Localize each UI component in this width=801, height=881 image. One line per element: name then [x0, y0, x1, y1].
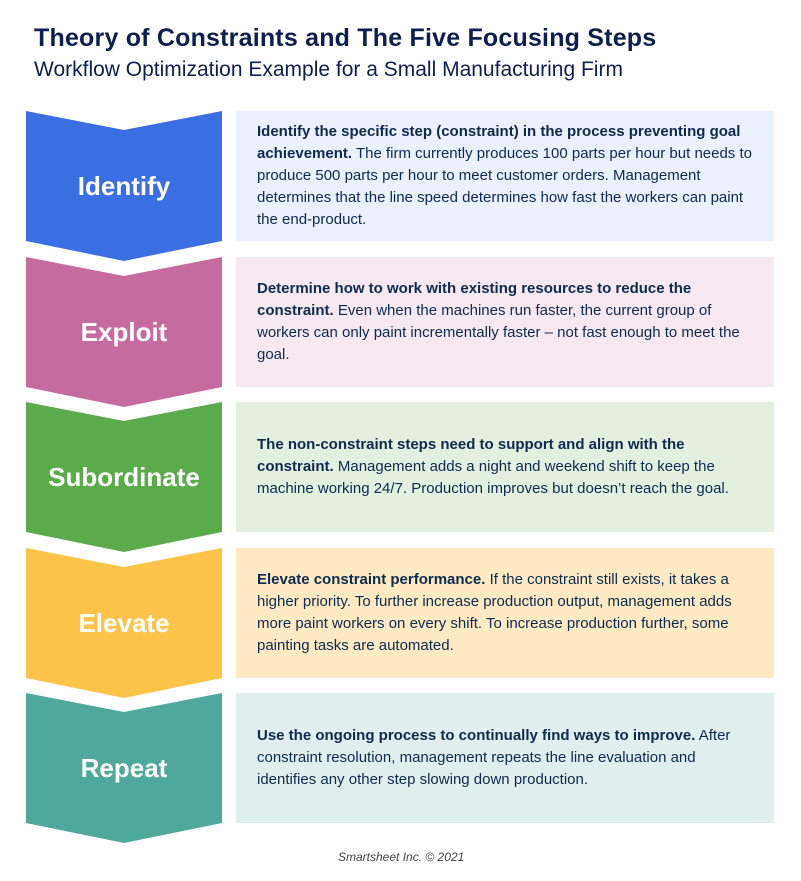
copyright-footer: Smartsheet Inc. © 2021: [338, 850, 465, 864]
step-description: Determine how to work with existing reso…: [257, 278, 754, 366]
step-description: Elevate constraint performance. If the c…: [257, 569, 754, 657]
chevron-shape: [26, 402, 222, 552]
chevron-subordinate: Subordinate: [26, 402, 222, 552]
step-label: Exploit: [80, 317, 168, 347]
chevron-repeat: Repeat: [26, 693, 222, 843]
chevron-elevate: Elevate: [26, 548, 222, 698]
step-description-body: The firm currently produces 100 parts pe…: [257, 145, 752, 228]
chevron-exploit: Exploit: [26, 257, 222, 407]
page-title: Theory of Constraints and The Five Focus…: [34, 24, 657, 52]
description-subordinate: The non-constraint steps need to support…: [236, 402, 774, 532]
step-description: Use the ongoing process to continually f…: [257, 725, 754, 791]
step-description-lead: The non-constraint steps need to support…: [257, 436, 685, 475]
page-subtitle: Workflow Optimization Example for a Smal…: [34, 58, 623, 81]
step-description-lead: Identify the specific step (constraint) …: [257, 123, 741, 162]
step-description: Identify the specific step (constraint) …: [257, 121, 754, 231]
description-identify: Identify the specific step (constraint) …: [236, 111, 774, 241]
step-description-lead: Use the ongoing process to continually f…: [257, 727, 696, 744]
chevron-shape: [26, 257, 222, 407]
chevron-shape: [26, 548, 222, 698]
step-description-body: Management adds a night and weekend shif…: [257, 458, 729, 497]
step-description-body: After constraint resolution, management …: [257, 727, 731, 788]
step-description-body: Even when the machines run faster, the c…: [257, 302, 740, 363]
step-label: Elevate: [78, 608, 170, 638]
step-description: The non-constraint steps need to support…: [257, 434, 754, 500]
step-label: Subordinate: [48, 462, 200, 492]
description-repeat: Use the ongoing process to continually f…: [236, 693, 774, 823]
description-exploit: Determine how to work with existing reso…: [236, 257, 774, 387]
step-description-lead: Elevate constraint performance.: [257, 571, 486, 588]
step-label: Repeat: [80, 753, 168, 783]
description-elevate: Elevate constraint performance. If the c…: [236, 548, 774, 678]
chevron-shape: [26, 693, 222, 843]
chevron-shape: [26, 111, 222, 261]
chevron-identify: Identify: [26, 111, 222, 261]
step-label: Identify: [77, 171, 171, 201]
step-description-lead: Determine how to work with existing reso…: [257, 280, 692, 319]
step-description-body: If the constraint still exists, it takes…: [257, 571, 732, 654]
